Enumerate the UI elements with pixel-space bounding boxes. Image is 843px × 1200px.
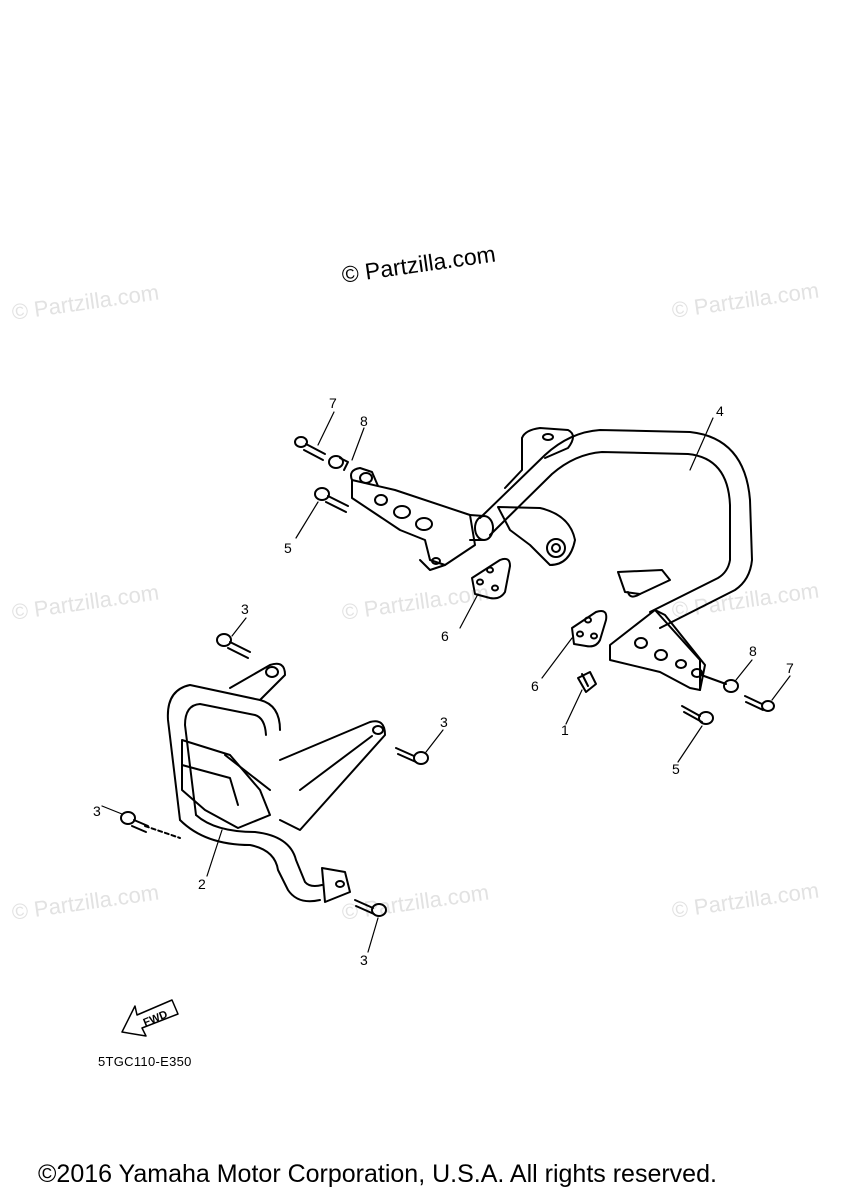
callout-4: 4 <box>716 403 724 419</box>
callout-1: 1 <box>561 722 569 738</box>
callout-3: 3 <box>440 714 448 730</box>
fwd-arrow-icon: FWD <box>121 999 179 1037</box>
callout-6: 6 <box>531 678 539 694</box>
bolt-3-top <box>216 633 251 659</box>
plate-lower <box>571 610 608 648</box>
callout-3: 3 <box>360 952 368 968</box>
callout-8: 8 <box>749 643 757 659</box>
callout-3: 3 <box>241 601 249 617</box>
copyright-notice: ©2016 Yamaha Motor Corporation, U.S.A. A… <box>38 1160 717 1188</box>
collar-8-lower <box>703 675 739 693</box>
callout-7: 7 <box>786 660 794 676</box>
callout-6: 6 <box>441 628 449 644</box>
bolt-5-upper <box>314 487 349 513</box>
callout-5: 5 <box>284 540 292 556</box>
bolt-7-lower <box>744 695 775 712</box>
left-stay-bracket <box>350 467 476 571</box>
plate-upper <box>471 557 511 600</box>
diagram-code: 5TGC110-E350 <box>98 1054 192 1069</box>
callout-7: 7 <box>329 395 337 411</box>
bolt-3-left <box>120 811 149 833</box>
callout-labels: 7 8 5 4 6 3 3 3 2 3 6 1 5 8 7 <box>93 395 794 968</box>
bolt-7-upper <box>294 436 326 461</box>
callout-8: 8 <box>360 413 368 429</box>
front-guard <box>144 662 386 903</box>
leader-lines <box>101 411 791 953</box>
callout-3: 3 <box>93 803 101 819</box>
clip-nut <box>577 671 597 693</box>
callout-5: 5 <box>672 761 680 777</box>
callout-2: 2 <box>198 876 206 892</box>
bolt-3-right <box>395 747 429 765</box>
rear-guard-bar <box>469 427 753 629</box>
bolt-3-bottom <box>354 899 387 917</box>
right-stay-bracket <box>609 609 706 691</box>
bolt-5-lower <box>681 705 714 725</box>
collar-8-upper <box>328 455 349 471</box>
